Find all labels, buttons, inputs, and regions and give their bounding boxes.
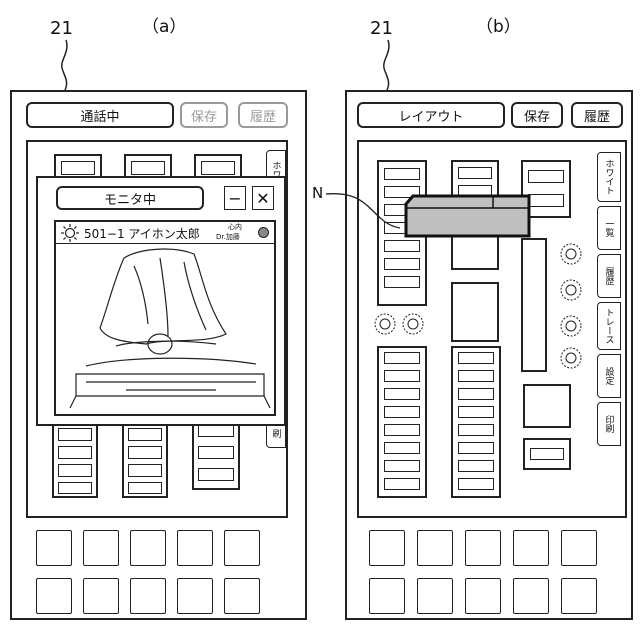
figure-a-label: （a） — [142, 12, 186, 37]
grid-button[interactable] — [130, 530, 166, 566]
device-a: 通話中 保存 履歴 ホワ — [10, 90, 307, 620]
patient-name: 501−1 アイホン太郎 — [84, 225, 200, 242]
patient-camera-image — [56, 244, 274, 414]
grid-button[interactable] — [36, 578, 72, 614]
grid-button[interactable] — [83, 530, 119, 566]
call-status-button[interactable]: 通話中 — [26, 102, 174, 128]
grid-button[interactable] — [513, 578, 549, 614]
grid-button[interactable] — [130, 578, 166, 614]
close-button[interactable]: ✕ — [252, 186, 274, 210]
doctor-label: Dr.加藤 — [216, 232, 240, 242]
monitor-title: モニタ中 — [56, 186, 204, 210]
grid-button[interactable] — [224, 530, 260, 566]
grid-button[interactable] — [177, 530, 213, 566]
grid-button[interactable] — [561, 530, 597, 566]
tab-settings[interactable]: 設定 — [597, 354, 621, 398]
tab-trace[interactable]: トレース — [597, 302, 621, 350]
figure-a-leader-line — [40, 38, 90, 94]
selected-bed-block[interactable] — [403, 190, 535, 242]
grid-button[interactable] — [465, 530, 501, 566]
layout-button[interactable]: レイアウト — [357, 102, 505, 128]
tab-history[interactable]: 履歴 — [597, 254, 621, 298]
minimize-button[interactable]: − — [224, 186, 246, 210]
grid-button[interactable] — [177, 578, 213, 614]
bed-block[interactable] — [52, 420, 98, 498]
corridor-block[interactable] — [521, 238, 547, 372]
device-b: レイアウト 保存 履歴 — [345, 90, 633, 620]
grid-button[interactable] — [465, 578, 501, 614]
tab-whiteboard[interactable]: ホワイト — [597, 152, 621, 202]
history-button[interactable]: 履歴 — [571, 102, 623, 128]
grid-button[interactable] — [417, 530, 453, 566]
pointer-n-leader-line — [322, 186, 402, 236]
room-block[interactable] — [523, 384, 571, 428]
bed-block[interactable] — [377, 346, 427, 498]
bed-block[interactable] — [523, 438, 571, 470]
patient-info-bar: 501−1 アイホン太郎 心内 Dr.加藤 — [56, 222, 274, 244]
history-button[interactable]: 履歴 — [238, 102, 288, 128]
grid-button[interactable] — [369, 530, 405, 566]
plant-decoration-icons — [551, 234, 591, 374]
tab-print[interactable]: 印刷 — [597, 402, 621, 446]
plant-decoration-icons — [371, 310, 431, 340]
status-dot-icon — [258, 227, 269, 238]
grid-button[interactable] — [224, 578, 260, 614]
bed-block[interactable] — [451, 346, 501, 498]
bed-block[interactable] — [192, 420, 240, 490]
save-button[interactable]: 保存 — [180, 102, 228, 128]
room-block[interactable] — [451, 282, 499, 342]
save-button[interactable]: 保存 — [511, 102, 563, 128]
figure-b-leader-line — [362, 38, 412, 94]
grid-button[interactable] — [417, 578, 453, 614]
bed-block[interactable] — [122, 420, 168, 498]
tab-list[interactable]: 一覧 — [597, 206, 621, 250]
grid-button[interactable] — [83, 578, 119, 614]
grid-button[interactable] — [561, 578, 597, 614]
grid-button[interactable] — [369, 578, 405, 614]
department-label: 心内 — [228, 222, 242, 232]
grid-button[interactable] — [36, 530, 72, 566]
video-frame: 501−1 アイホン太郎 心内 Dr.加藤 — [54, 220, 276, 416]
grid-button[interactable] — [513, 530, 549, 566]
sun-icon — [60, 223, 80, 243]
figure-b-reference: 21 — [370, 18, 393, 39]
figure-a-reference: 21 — [50, 18, 73, 39]
figure-b-label: （b） — [476, 12, 521, 37]
monitor-window: モニタ中 − ✕ 501−1 アイホン太郎 心内 Dr.加藤 — [36, 176, 286, 426]
